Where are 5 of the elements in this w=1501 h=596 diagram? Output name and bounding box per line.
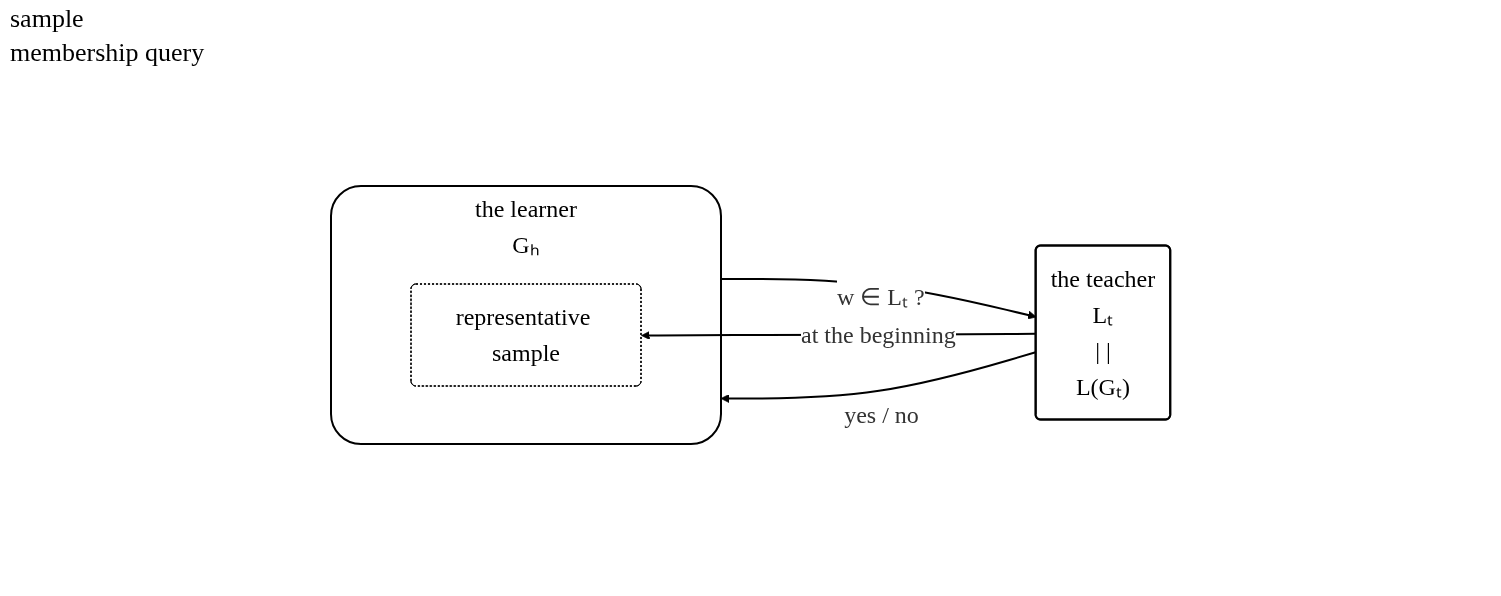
edge-label: yes / no [844, 402, 919, 429]
note-text: sample [10, 4, 85, 34]
note-text: membership query [10, 38, 205, 68]
edge-label: at the beginning [800, 322, 956, 348]
edge-label: w ∈ Lₜ ? [836, 284, 925, 311]
